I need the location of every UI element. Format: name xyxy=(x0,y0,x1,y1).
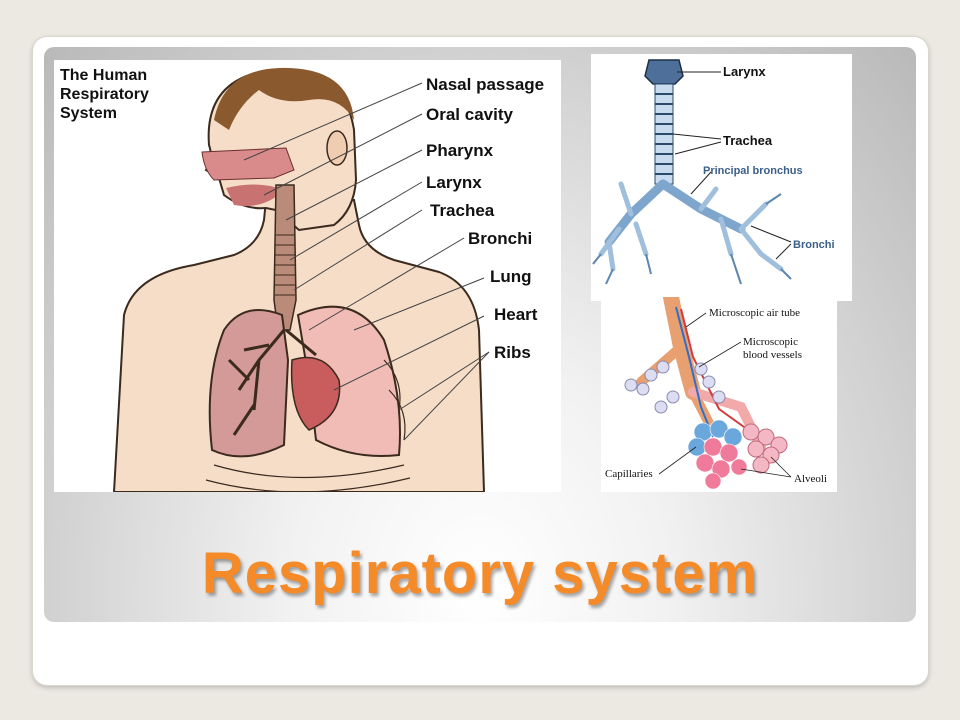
tree-label-larynx: Larynx xyxy=(723,64,766,79)
label-lung: Lung xyxy=(490,267,532,286)
alveoli-leader-lines xyxy=(658,312,792,478)
label-pharynx: Pharynx xyxy=(426,141,494,160)
hair xyxy=(214,67,354,130)
alveolar-sac-pink xyxy=(742,423,788,474)
tree-label-principal-bronchus: Principal bronchus xyxy=(703,165,803,177)
tree-label-trachea: Trachea xyxy=(723,133,773,148)
alveoli-label-alveoli: Alveoli xyxy=(794,473,827,485)
alveolar-sac-capillaries xyxy=(687,419,748,490)
diagram-heading-line-2: Respiratory xyxy=(60,86,149,103)
diagram-heading-line-1: The Human xyxy=(60,67,147,84)
label-trachea: Trachea xyxy=(430,201,495,220)
trachea xyxy=(273,184,297,331)
slide-title: Respiratory system xyxy=(201,541,759,606)
svg-text:System: System xyxy=(60,105,117,122)
slide-content-panel: The Human Respiratory System Nasal passa… xyxy=(44,47,916,622)
label-ribs: Ribs xyxy=(494,343,531,362)
label-larynx: Larynx xyxy=(426,173,482,192)
oral-cavity xyxy=(226,184,284,206)
alveolar-bubbles-small xyxy=(624,360,726,414)
heart xyxy=(290,356,341,431)
tree-leader-lines xyxy=(672,71,792,260)
label-nasal-passage: Nasal passage xyxy=(426,75,544,94)
label-heart: Heart xyxy=(494,305,538,324)
bronchial-tree-diagram: Larynx Trachea Principal bronchus Bronch… xyxy=(591,54,852,301)
alveoli-label-capillaries: Capillaries xyxy=(605,468,653,480)
ear xyxy=(326,130,348,166)
svg-text:Respiratory: Respiratory xyxy=(60,86,149,103)
alveoli-label-blood-vessels: blood vessels xyxy=(743,349,802,361)
torso-outline xyxy=(112,199,486,492)
leader-lines xyxy=(243,82,490,441)
ribs xyxy=(205,359,411,492)
tree-label-bronchi: Bronchi xyxy=(793,239,835,251)
alveoli-diagram: Microscopic air tube Microscopic blood v… xyxy=(601,297,837,492)
respiratory-system-diagram: The Human Respiratory System Nasal passa… xyxy=(54,60,561,492)
bronchi-branches xyxy=(227,328,317,436)
svg-text:The Human: The Human xyxy=(60,67,147,84)
alveoli-label-microscopic-air-tube: Microscopic air tube xyxy=(709,307,800,319)
diagram-heading-line-3: System xyxy=(60,105,117,122)
label-bronchi: Bronchi xyxy=(468,229,532,248)
label-oral-cavity: Oral cavity xyxy=(426,105,513,124)
alveoli-label-microscopic: Microscopic xyxy=(743,336,798,348)
larynx-cartilage xyxy=(644,59,684,85)
nasal-cavity xyxy=(201,147,295,181)
